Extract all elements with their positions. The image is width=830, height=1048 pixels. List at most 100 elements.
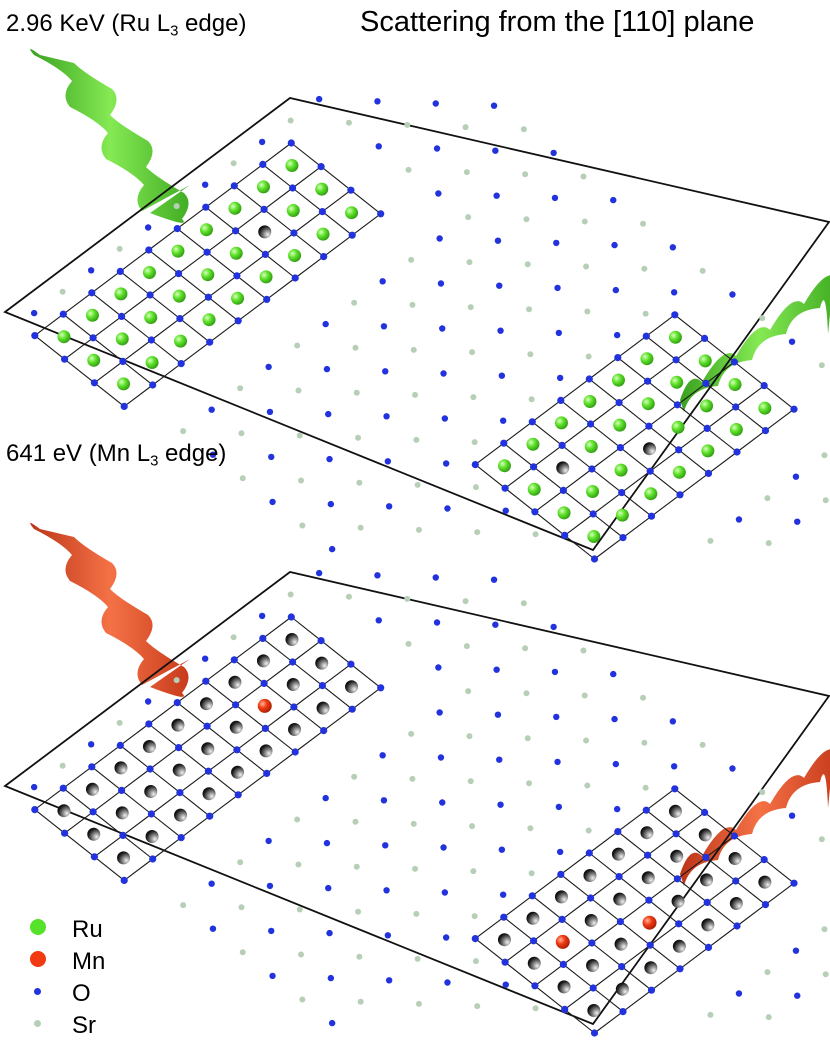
ru-atom <box>172 289 186 303</box>
bond <box>534 963 564 987</box>
ru-atom <box>700 399 714 413</box>
bond <box>176 228 208 253</box>
ru-atom <box>497 933 511 947</box>
bond <box>564 987 594 1010</box>
bond <box>205 206 236 232</box>
o-atom <box>116 741 124 750</box>
sr-atom <box>764 495 771 502</box>
bond <box>265 253 296 279</box>
o-atom <box>258 612 266 620</box>
o-atom <box>672 830 680 838</box>
bond <box>208 770 239 796</box>
bond <box>293 685 323 708</box>
sr-atom <box>640 220 647 227</box>
o-atom <box>118 312 126 320</box>
o-atom <box>119 831 127 840</box>
o-atom <box>496 756 503 763</box>
bond <box>178 725 208 749</box>
bond <box>588 852 620 878</box>
bond <box>119 270 151 296</box>
ru-atom <box>586 485 600 498</box>
bond <box>320 166 352 191</box>
ru-atom <box>587 530 601 543</box>
bond <box>151 792 181 815</box>
o-atom <box>203 248 211 256</box>
sr-atom <box>466 733 473 740</box>
sr-atom <box>641 739 648 746</box>
o-atom <box>676 491 684 499</box>
bond <box>263 661 293 684</box>
bond <box>320 640 352 665</box>
o-atom <box>173 225 181 233</box>
o-atom <box>374 572 381 579</box>
sr-atom <box>472 958 479 965</box>
sr-atom <box>532 531 539 538</box>
bond <box>176 702 208 727</box>
incident-beam <box>30 49 191 223</box>
o-atom <box>347 660 355 668</box>
bond <box>674 314 705 339</box>
bond <box>533 940 564 965</box>
bond <box>178 747 209 772</box>
bond <box>590 897 621 923</box>
o-atom <box>379 278 386 285</box>
o-atom <box>145 720 153 728</box>
o-atom <box>614 354 622 362</box>
o-atom <box>119 357 127 365</box>
o-atom <box>202 203 210 211</box>
o-atom <box>760 856 768 864</box>
o-atom <box>792 947 800 954</box>
o-atom <box>557 870 565 879</box>
ru-atom <box>85 782 99 796</box>
bond <box>533 918 563 942</box>
bond <box>149 768 181 794</box>
sr-atom <box>520 600 527 607</box>
bond <box>152 363 182 386</box>
o-atom <box>120 402 128 410</box>
bond <box>178 273 209 298</box>
ru-atom <box>672 939 686 953</box>
sr-atom <box>585 353 592 360</box>
o-atom <box>326 455 333 463</box>
o-atom <box>588 939 596 947</box>
o-atom <box>230 656 238 664</box>
bond <box>563 468 593 491</box>
sr-atom <box>299 522 306 529</box>
bond <box>647 833 677 856</box>
legend-label-sr: Sr <box>72 1012 96 1039</box>
o-atom <box>290 229 298 237</box>
top-energy-label: 2.96 KeV (Ru L3 edge) <box>6 10 247 40</box>
o-atom <box>384 932 392 939</box>
bond <box>94 360 124 384</box>
sr-atom <box>520 126 527 133</box>
ru-atom <box>758 875 772 889</box>
o-atom <box>497 327 504 334</box>
bond <box>94 856 125 881</box>
ru-atom <box>316 227 330 241</box>
ru-atom <box>644 487 658 501</box>
bond <box>503 421 533 444</box>
ru-atom <box>672 465 686 479</box>
ru-atom <box>527 482 541 496</box>
o-atom <box>490 102 498 109</box>
bond <box>735 406 766 432</box>
ru-atom <box>259 744 273 758</box>
o-atom <box>258 138 266 146</box>
bond <box>648 899 680 925</box>
sr-atom <box>472 484 479 491</box>
o-atom <box>59 784 67 792</box>
bond <box>675 337 705 361</box>
o-atom <box>384 458 392 465</box>
o-atom <box>144 224 152 231</box>
bond <box>148 702 178 725</box>
o-atom <box>729 765 736 772</box>
sr-atom <box>523 690 530 697</box>
sr-atom <box>116 245 123 252</box>
bond <box>236 275 268 300</box>
bond <box>590 876 620 899</box>
bond <box>649 470 681 496</box>
ru-atom <box>57 804 71 818</box>
o-atom <box>551 668 559 676</box>
bond <box>149 294 181 320</box>
sr-atom <box>352 344 359 351</box>
